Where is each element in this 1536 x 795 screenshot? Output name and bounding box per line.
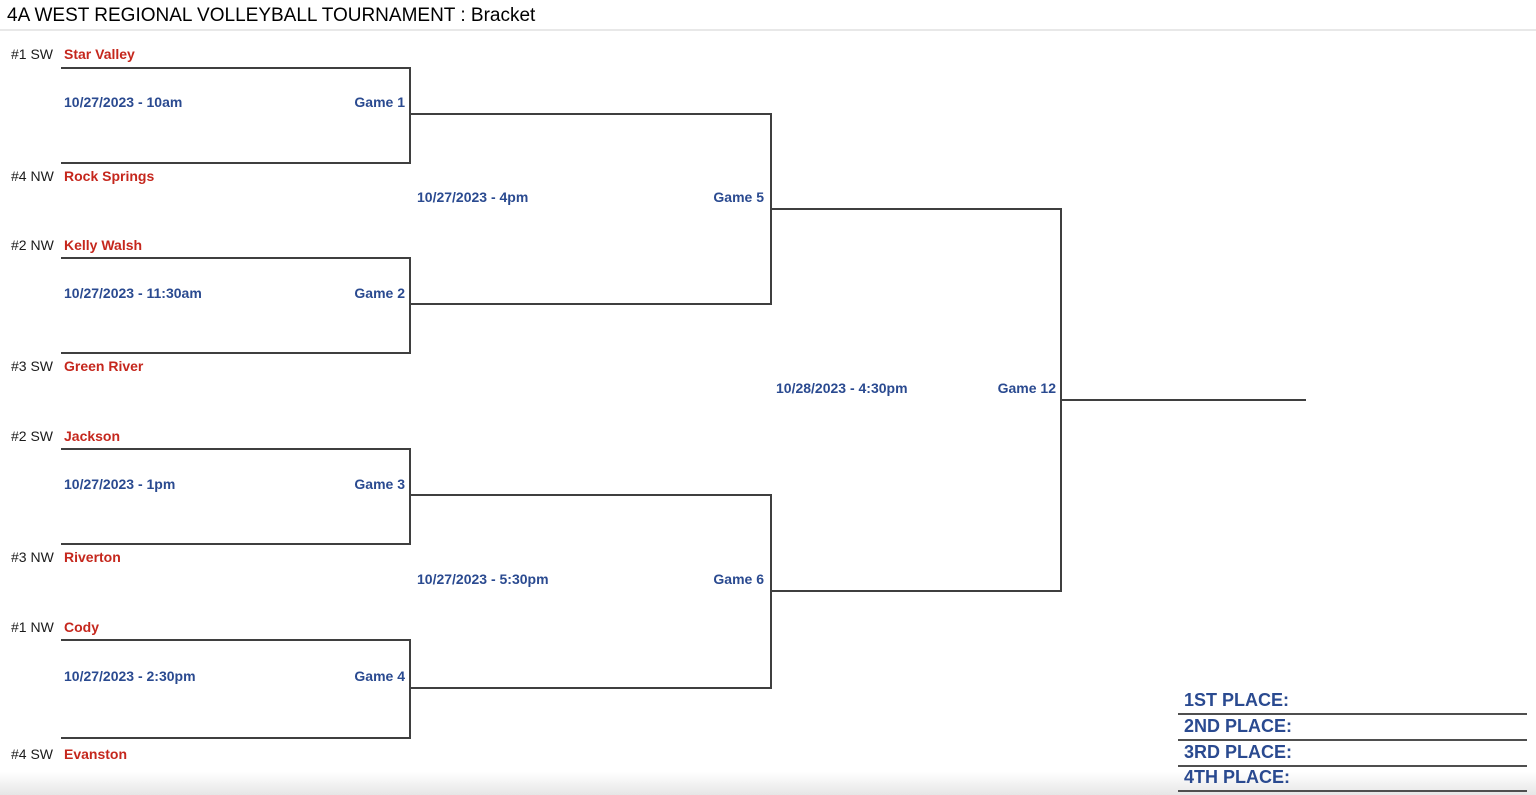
- game4-info-row: 10/27/2023 - 2:30pm Game 4: [64, 668, 405, 685]
- game1-bottom-seed: #4 NW: [11, 168, 54, 184]
- game2-top-team: Kelly Walsh: [64, 237, 143, 253]
- game2-winner-line: [409, 303, 772, 305]
- game1-info-row: 10/27/2023 - 10am Game 1: [64, 94, 405, 111]
- bracket-line: [61, 639, 411, 641]
- game4-top-team: Cody: [64, 619, 99, 635]
- bracket-line: [61, 352, 411, 354]
- game4-bottom-team-row: #4 SW Evanston: [11, 746, 127, 763]
- game4-top-seed: #1 NW: [11, 619, 54, 635]
- game1-winner-line: [409, 113, 772, 115]
- game12-winner-line: [1060, 399, 1306, 401]
- page-header: 4A WEST REGIONAL VOLLEYBALL TOURNAMENT :…: [0, 0, 1536, 31]
- game12-info-row: 10/28/2023 - 4:30pm Game 12: [776, 380, 1056, 397]
- game2-label: Game 2: [354, 285, 405, 301]
- game1-top-seed: #1 SW: [11, 46, 54, 62]
- game1-top-team-row: #1 SW Star Valley: [11, 46, 135, 63]
- game2-bottom-seed: #3 SW: [11, 358, 54, 374]
- bracket-line: [409, 448, 411, 545]
- game4-bottom-team: Evanston: [64, 746, 128, 762]
- third-place-label: 3RD PLACE:: [1184, 742, 1293, 762]
- page-title: 4A WEST REGIONAL VOLLEYBALL TOURNAMENT :…: [7, 5, 536, 26]
- first-place-label: 1ST PLACE:: [1184, 690, 1290, 710]
- third-place-row: 3RD PLACE:: [1178, 741, 1527, 767]
- bracket-line: [61, 67, 411, 69]
- game2-info-row: 10/27/2023 - 11:30am Game 2: [64, 285, 405, 302]
- second-place-row: 2ND PLACE:: [1178, 715, 1527, 741]
- game2-bottom-team: Green River: [64, 358, 144, 374]
- game2-bottom-team-row: #3 SW Green River: [11, 358, 143, 375]
- bracket-line: [61, 448, 411, 450]
- game5-info-row: 10/27/2023 - 4pm Game 5: [417, 189, 764, 206]
- game3-datetime: 10/27/2023 - 1pm: [64, 476, 176, 492]
- game6-winner-line: [770, 590, 1062, 592]
- bracket-line: [61, 257, 411, 259]
- game4-datetime: 10/27/2023 - 2:30pm: [64, 668, 196, 684]
- game3-top-team: Jackson: [64, 428, 121, 444]
- game1-bottom-team-row: #4 NW Rock Springs: [11, 168, 154, 185]
- game3-top-team-row: #2 SW Jackson: [11, 428, 120, 445]
- bracket-line: [61, 737, 411, 739]
- second-place-label: 2ND PLACE:: [1184, 716, 1293, 736]
- bracket-line: [409, 639, 411, 739]
- game3-label: Game 3: [354, 476, 405, 492]
- game3-info-row: 10/27/2023 - 1pm Game 3: [64, 476, 405, 493]
- game5-datetime: 10/27/2023 - 4pm: [417, 189, 529, 205]
- game3-bottom-team: Riverton: [64, 549, 121, 565]
- game5-label: Game 5: [713, 189, 764, 205]
- game4-winner-line: [409, 687, 772, 689]
- game2-datetime: 10/27/2023 - 11:30am: [64, 285, 202, 301]
- game4-label: Game 4: [354, 668, 405, 684]
- game3-bottom-seed: #3 NW: [11, 549, 54, 565]
- game3-winner-line: [409, 494, 772, 496]
- game5-winner-line: [770, 208, 1062, 210]
- bracket-line: [409, 67, 411, 164]
- first-place-row: 1ST PLACE:: [1178, 689, 1527, 715]
- fourth-place-label: 4TH PLACE:: [1184, 767, 1291, 787]
- game4-bottom-seed: #4 SW: [11, 746, 54, 762]
- game12-datetime: 10/28/2023 - 4:30pm: [776, 380, 908, 396]
- game1-top-team: Star Valley: [64, 46, 135, 62]
- bracket-line: [61, 543, 411, 545]
- bracket-line: [61, 162, 411, 164]
- fourth-place-row: 4TH PLACE:: [1178, 766, 1527, 792]
- game12-label: Game 12: [997, 380, 1056, 396]
- game6-info-row: 10/27/2023 - 5:30pm Game 6: [417, 571, 764, 588]
- game1-label: Game 1: [354, 94, 405, 110]
- game2-top-seed: #2 NW: [11, 237, 54, 253]
- game3-bottom-team-row: #3 NW Riverton: [11, 549, 121, 566]
- game6-datetime: 10/27/2023 - 5:30pm: [417, 571, 549, 587]
- game3-top-seed: #2 SW: [11, 428, 54, 444]
- game1-bottom-team: Rock Springs: [64, 168, 155, 184]
- page-bottom-fade: [0, 772, 1536, 795]
- bracket-line: [409, 257, 411, 354]
- game2-top-team-row: #2 NW Kelly Walsh: [11, 237, 142, 254]
- game4-top-team-row: #1 NW Cody: [11, 619, 99, 636]
- game1-datetime: 10/27/2023 - 10am: [64, 94, 183, 110]
- game6-label: Game 6: [713, 571, 764, 587]
